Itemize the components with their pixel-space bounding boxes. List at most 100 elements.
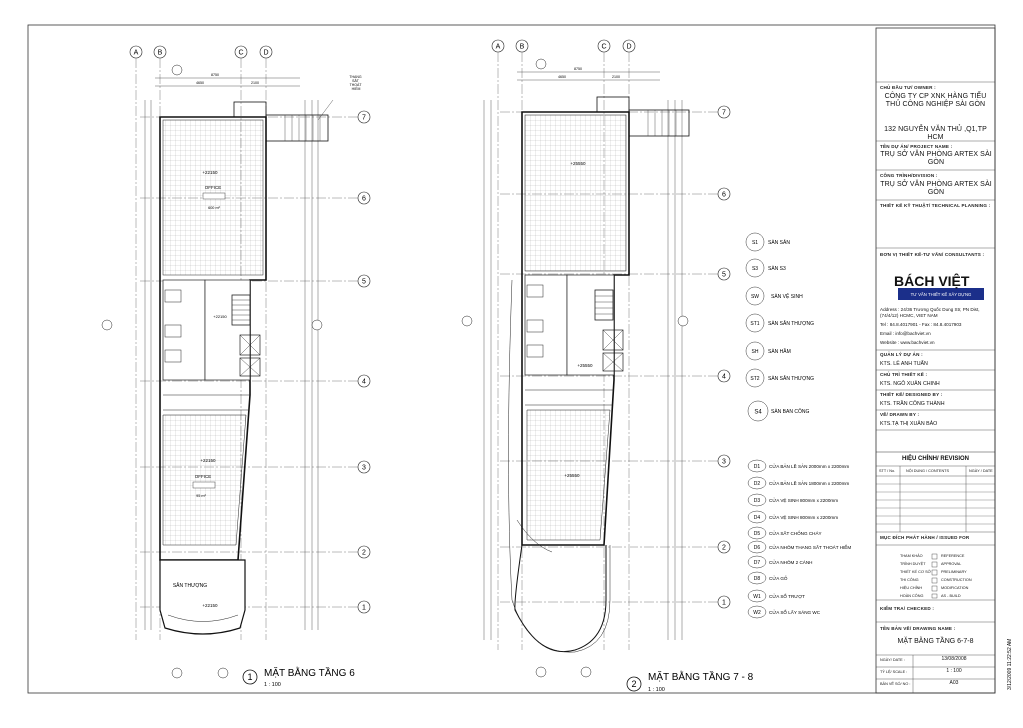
issue-left-4: HIỆU CHỈNH bbox=[900, 586, 923, 590]
designer-name: KTS. TRẦN CÔNG THÀNH bbox=[880, 401, 945, 407]
issue-left-0: THAM KHẢO bbox=[900, 554, 923, 558]
svg-text:CỬA VỆ SINH 800mm x 2200mm: CỬA VỆ SINH 800mm x 2200mm bbox=[769, 496, 838, 503]
level-terrace: +22150 bbox=[202, 603, 218, 608]
owner-name: CÔNG TY CP XNK HÀNG TIỂU THỦ CÔNG NGHIỆP… bbox=[884, 93, 987, 109]
svg-text:ST1: ST1 bbox=[750, 321, 759, 327]
svg-text:3: 3 bbox=[362, 465, 366, 472]
consultant-website: Website : www.bachviet.vn bbox=[880, 340, 935, 345]
drawn-name: KTS.TẠ THỊ XUÂN BẢO bbox=[880, 421, 938, 427]
issue-right-1: APPROVAL bbox=[941, 562, 962, 566]
office-bottom-floor-hatch bbox=[162, 414, 247, 546]
drawing-name: MẶT BẰNG TẦNG 6-7-8 bbox=[897, 638, 974, 645]
svg-text:2100: 2100 bbox=[612, 75, 620, 79]
svg-text:2100: 2100 bbox=[251, 81, 259, 85]
svg-text:1: 1 bbox=[362, 605, 366, 612]
svg-text:CỬA VỆ SINH 800mm x 2200mm: CỬA VỆ SINH 800mm x 2200mm bbox=[769, 513, 838, 520]
plan2-scale: 1 : 100 bbox=[648, 687, 665, 693]
issue-left-2: THIẾT KẾ CƠ SỞ bbox=[900, 570, 931, 574]
project-label: TÊN DỰ ÁN/ PROJECT NAME : bbox=[880, 144, 953, 149]
drawing-name-label: TÊN BẢN VẼ/ DRAWING NAME : bbox=[880, 626, 956, 631]
svg-text:A: A bbox=[496, 44, 501, 51]
svg-text:W1: W1 bbox=[753, 594, 761, 600]
svg-text:S1: S1 bbox=[752, 240, 758, 246]
level-bottom: +22150 bbox=[200, 458, 216, 463]
svg-text:SÀN SÂN THƯỢNG: SÀN SÂN THƯỢNG bbox=[768, 320, 814, 327]
grid-col-b: B bbox=[158, 50, 163, 57]
plan2-office-top-hatch bbox=[524, 114, 627, 272]
room-office-top-area: 600 m² bbox=[208, 206, 221, 210]
date-label: NGÀY/ DATE : bbox=[880, 658, 905, 662]
svg-text:4: 4 bbox=[362, 379, 366, 386]
svg-text:CỬA NHÔM THANG SẮT THOÁT HIỂM: CỬA NHÔM THANG SẮT THOÁT HIỂM bbox=[769, 543, 851, 550]
issue-right-4: MODIFICATION bbox=[941, 586, 969, 590]
svg-text:SÀN HẦM: SÀN HẦM bbox=[768, 348, 791, 355]
svg-text:D7: D7 bbox=[754, 560, 761, 566]
plan2-level-mid: +25550 bbox=[577, 363, 593, 368]
sheet-label: BẢN VẼ SỐ/ NO : bbox=[880, 682, 911, 686]
consultant-address-1: Address : 24/36 Trương Quốc Dung Str, PN… bbox=[880, 307, 980, 312]
svg-text:B: B bbox=[520, 44, 525, 51]
svg-text:SÀN SÂN THƯỢNG: SÀN SÂN THƯỢNG bbox=[768, 375, 814, 382]
rev-col-no: STT / No. bbox=[879, 469, 896, 473]
plan1-scale: 1 : 100 bbox=[264, 682, 281, 688]
svg-text:8750: 8750 bbox=[211, 73, 219, 77]
svg-text:D5: D5 bbox=[754, 531, 761, 537]
plan-1-floor-6: A B C D 8750 4650 2100 7 6 5 bbox=[101, 45, 371, 688]
svg-text:D2: D2 bbox=[754, 481, 761, 487]
issue-left-5: HOÀN CÔNG bbox=[900, 594, 924, 598]
room-office-bottom: OFFICE bbox=[195, 474, 212, 479]
plan2-level-top: +25550 bbox=[570, 161, 586, 166]
svg-text:5: 5 bbox=[362, 279, 366, 286]
svg-text:D8: D8 bbox=[754, 576, 761, 582]
svg-text:1: 1 bbox=[722, 600, 726, 607]
room-office-top: OFFICE bbox=[205, 185, 222, 190]
scale-label: TỶ LỆ/ SCALE : bbox=[880, 670, 908, 674]
svg-text:3: 3 bbox=[722, 459, 726, 466]
rev-col-date: NGÀY / DATE bbox=[969, 469, 993, 473]
svg-text:7: 7 bbox=[722, 110, 726, 117]
designer-label: THIẾT KẾ/ DESIGNED BY : bbox=[880, 392, 943, 397]
svg-text:SÀN VỆ SINH: SÀN VỆ SINH bbox=[771, 292, 803, 300]
work-name: TRỤ SỞ VĂN PHÒNG ARTEX SÀI GÒN bbox=[880, 181, 992, 197]
svg-text:SÀN SẢN: SÀN SẢN bbox=[768, 239, 790, 246]
svg-text:4650: 4650 bbox=[196, 81, 204, 85]
revision-title: HIỆU CHỈNH/ REVISION bbox=[901, 456, 969, 462]
manager-name: KTS. LÊ ANH TUẤN bbox=[880, 361, 928, 367]
issue-title: MỤC ĐÍCH PHÁT HÀNH / ISSUED FOR bbox=[880, 535, 970, 540]
checker-label: KIỂM TRA/ CHECKED : bbox=[880, 606, 935, 611]
consultant-tel: Tel : 84.8.4017901 - Fax : 84.8.4017903 bbox=[880, 322, 962, 327]
svg-text:6: 6 bbox=[722, 192, 726, 199]
svg-text:CỬA BẢN LỀ SẢN 2000mm x 2200mm: CỬA BẢN LỀ SẢN 2000mm x 2200mm bbox=[769, 463, 849, 469]
svg-text:6: 6 bbox=[362, 196, 366, 203]
issue-left-1: TRÌNH DUYỆT bbox=[900, 562, 926, 566]
consultant-email: Email : info@bachviet.vn bbox=[880, 331, 931, 336]
plan2-title: MẶT BẰNG TẦNG 7 - 8 bbox=[648, 670, 754, 683]
plan-2-floor-7-8: A B C D 8750 4650 2100 7 6 5 bbox=[461, 39, 754, 693]
svg-text:D1: D1 bbox=[754, 464, 761, 470]
svg-text:SH: SH bbox=[752, 349, 759, 355]
svg-text:CỬA NHÔM 2 CÁNH: CỬA NHÔM 2 CÁNH bbox=[769, 559, 813, 565]
manager-label: QUẢN LÝ DỰ ÁN : bbox=[880, 352, 923, 357]
issue-left-3: THI CÔNG bbox=[900, 578, 919, 582]
plan1-number: 1 bbox=[247, 672, 252, 682]
sheet-value: A03 bbox=[949, 680, 959, 686]
svg-text:7: 7 bbox=[362, 115, 366, 122]
svg-text:2: 2 bbox=[362, 550, 366, 557]
svg-text:CỬA GỖ: CỬA GỖ bbox=[769, 575, 788, 581]
issue-right-3: CONSTRUCTION bbox=[941, 578, 972, 582]
room-office-bottom-area: 95 m² bbox=[196, 494, 206, 498]
balcony-curve bbox=[514, 270, 607, 653]
svg-text:S3: S3 bbox=[752, 266, 758, 272]
work-label: CÔNG TRÌNH/DIVISION : bbox=[880, 173, 938, 178]
project-name: TRỤ SỞ VĂN PHÒNG ARTEX SÀI GÒN bbox=[880, 151, 992, 167]
svg-text:CỬA SẮT CHỐNG CHÁY: CỬA SẮT CHỐNG CHÁY bbox=[769, 529, 822, 536]
plan2-office-bottom-hatch bbox=[526, 409, 611, 541]
issue-right-5: AS - BUILD bbox=[941, 594, 961, 598]
stair-note: THANG SẮT THOÁT HIỂM bbox=[349, 75, 362, 91]
issue-checkboxes bbox=[931, 553, 938, 599]
svg-text:ST2: ST2 bbox=[750, 376, 759, 382]
svg-text:4: 4 bbox=[722, 374, 726, 381]
design-label: THIẾT KẾ KỸ THUẬT/ TECHNICAL PLANNING : bbox=[880, 203, 991, 208]
consultant-address-2: (74/4/12) HCMC, VIET NAM bbox=[880, 313, 938, 318]
